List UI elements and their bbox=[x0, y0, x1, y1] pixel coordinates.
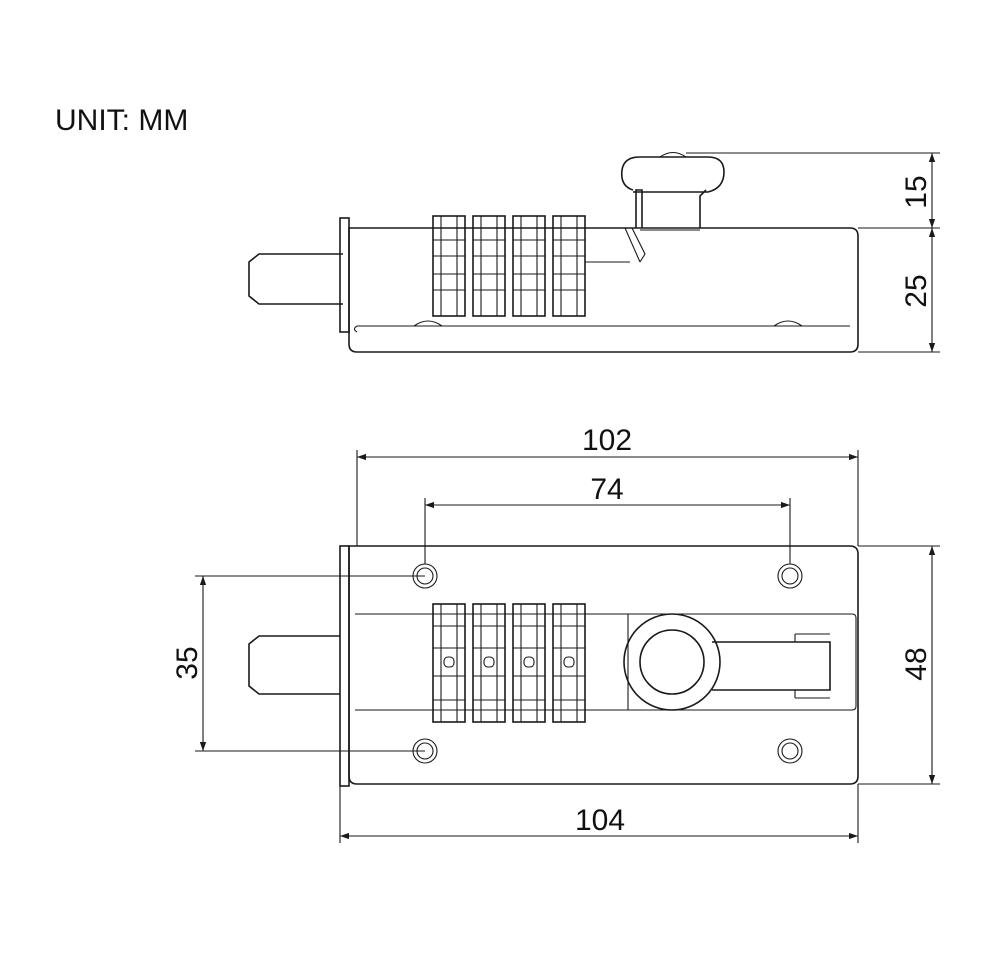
unit-label: UNIT: MM bbox=[55, 104, 188, 137]
side-knob bbox=[620, 156, 725, 193]
side-dials bbox=[432, 215, 630, 317]
side-lever-channel bbox=[624, 227, 646, 263]
top-base-plate bbox=[348, 545, 859, 785]
dim-side-body-height: 25 bbox=[900, 274, 933, 307]
top-slide-slot bbox=[712, 641, 831, 691]
side-flange bbox=[339, 217, 350, 333]
top-dimensions: 102 74 35 48 104 bbox=[171, 424, 940, 843]
side-screw-right bbox=[773, 320, 803, 327]
dim-hole-vertical-spacing: 35 bbox=[171, 646, 204, 679]
side-view bbox=[248, 151, 859, 353]
dim-overall-length: 104 bbox=[575, 804, 625, 837]
side-body bbox=[348, 227, 859, 353]
side-dimensions: 15 25 bbox=[686, 152, 940, 353]
top-bolt-tip bbox=[248, 635, 340, 695]
top-dials bbox=[432, 603, 586, 723]
top-knob bbox=[623, 613, 721, 711]
screw-hole-top-right bbox=[777, 563, 803, 589]
side-screw-left bbox=[413, 320, 443, 327]
dim-body-height: 48 bbox=[900, 647, 933, 680]
side-bolt-tip bbox=[248, 253, 343, 305]
top-view bbox=[248, 545, 859, 787]
dim-hole-spacing: 74 bbox=[590, 473, 623, 506]
top-flange bbox=[339, 545, 350, 787]
top-housing bbox=[355, 613, 857, 711]
dim-knob-height: 15 bbox=[900, 175, 933, 208]
screw-hole-bottom-right bbox=[777, 738, 803, 764]
dim-overall-width: 102 bbox=[582, 424, 632, 457]
